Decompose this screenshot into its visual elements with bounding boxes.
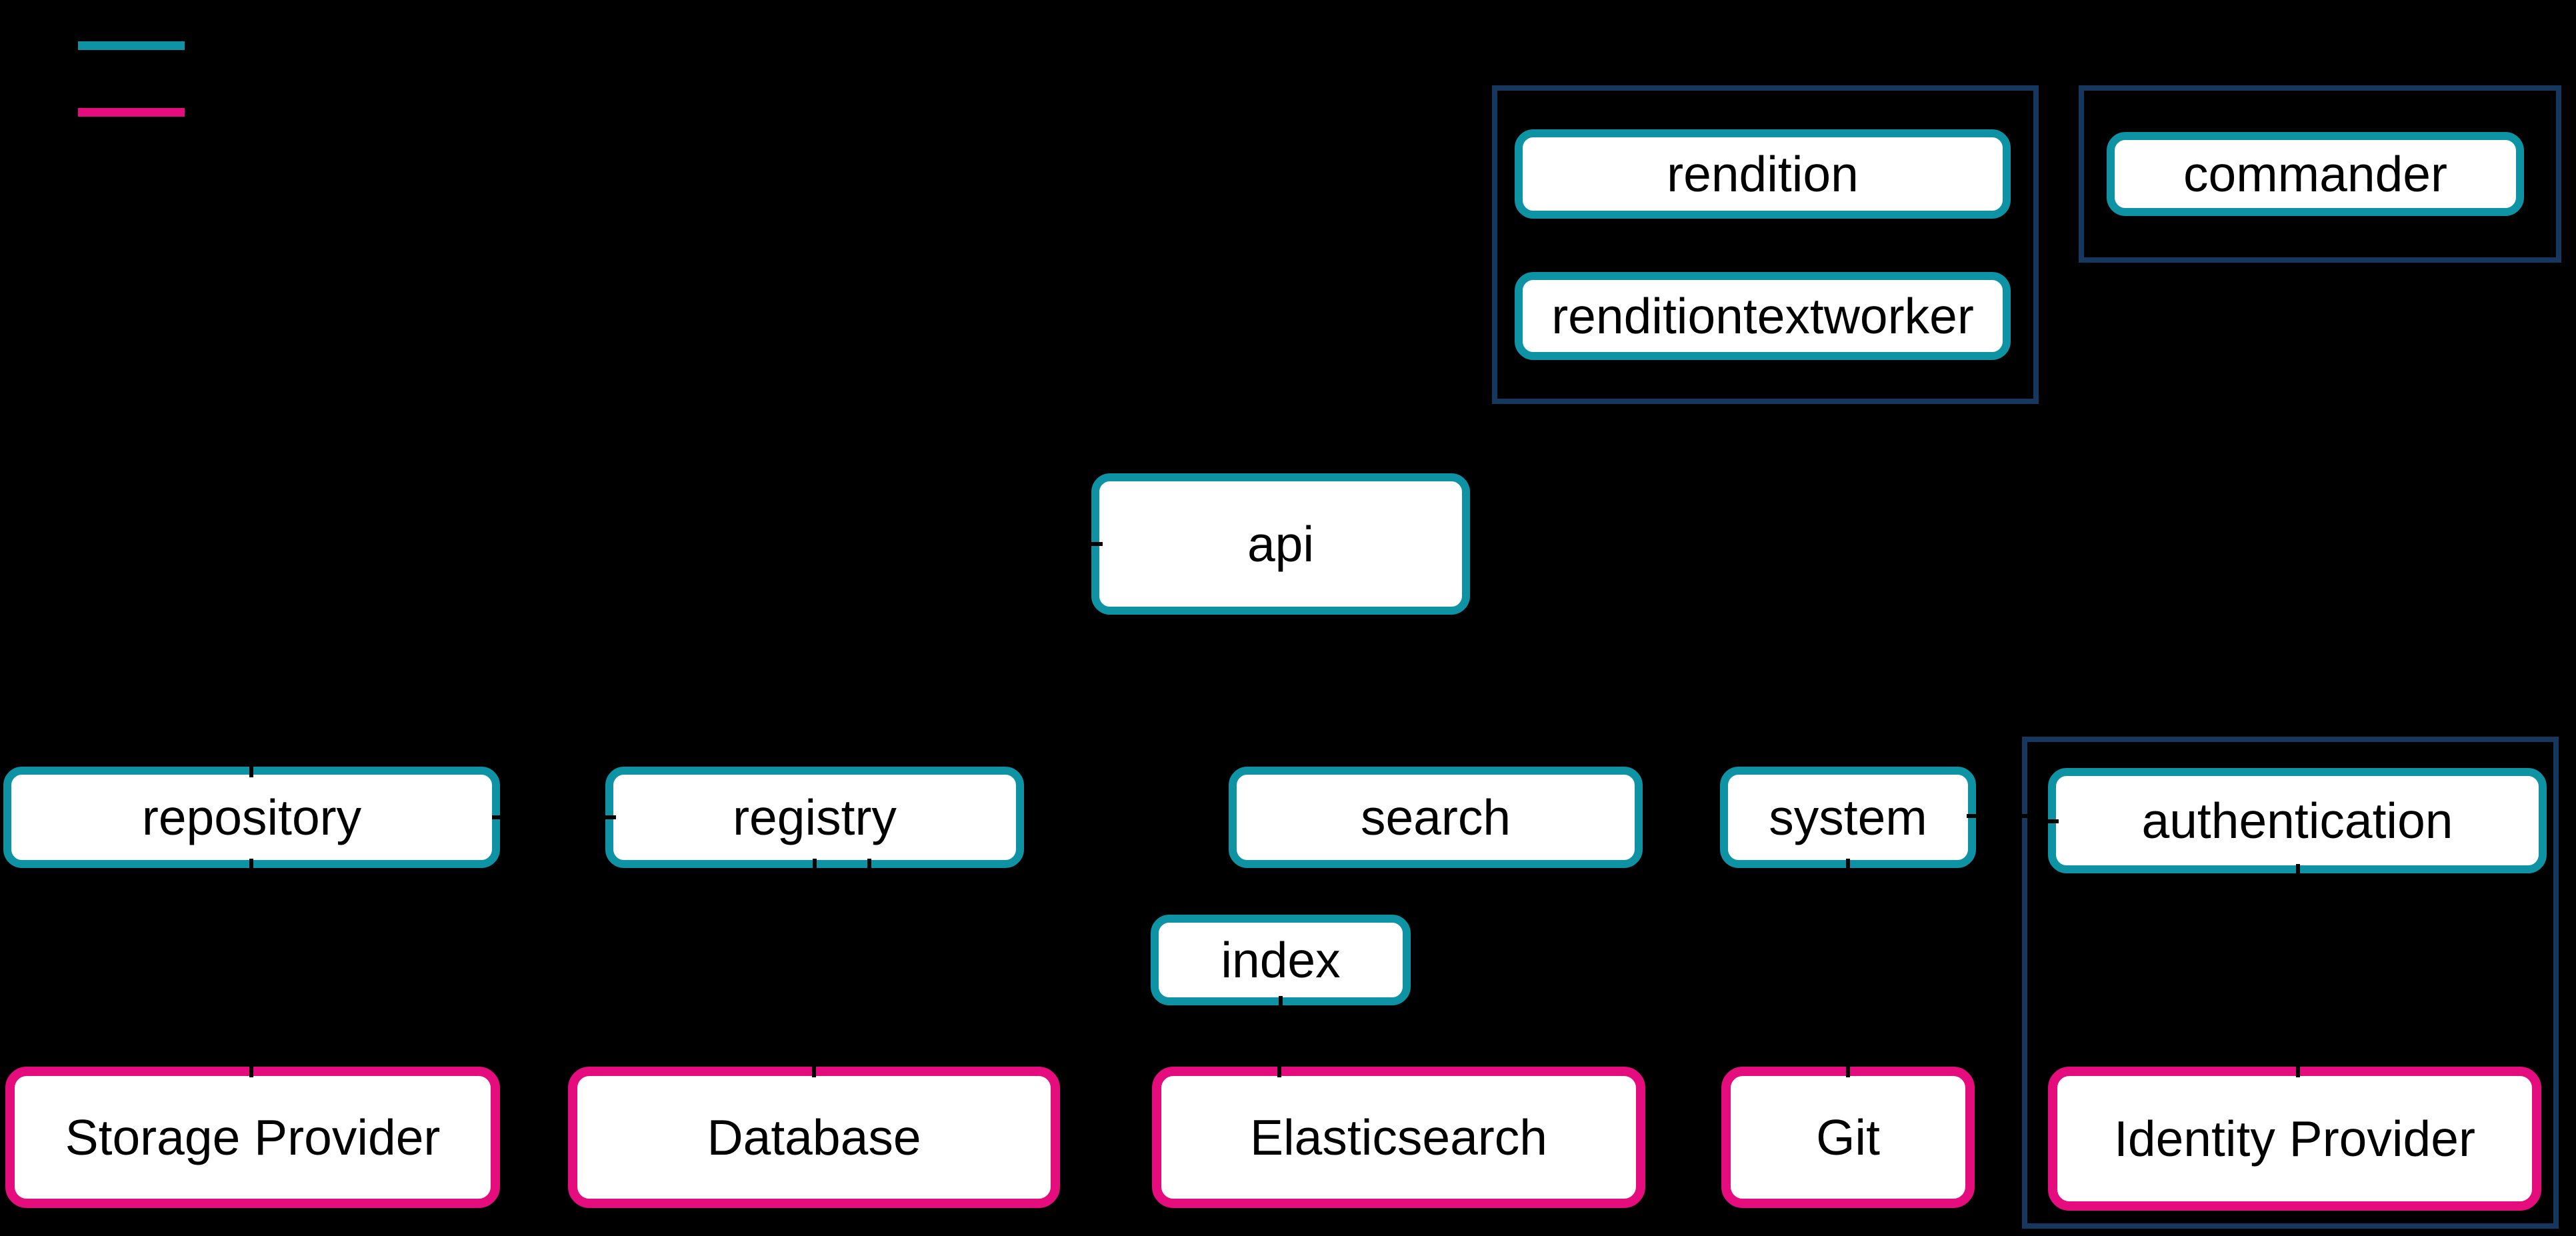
node-search: search xyxy=(1229,767,1643,868)
node-registry: registry xyxy=(605,767,1024,868)
teal-line xyxy=(78,41,185,50)
group-authentication-group xyxy=(2022,737,2559,1229)
node-rendition: rendition xyxy=(1515,129,2011,219)
node-label: authentication xyxy=(2141,792,2453,849)
node-git: Git xyxy=(1721,1067,1975,1208)
pink-line xyxy=(78,108,185,117)
connector-stub-repository-bottom xyxy=(249,859,253,879)
node-identity-provider: Identity Provider xyxy=(2048,1067,2541,1211)
node-storage-provider: Storage Provider xyxy=(5,1067,500,1208)
node-repository: repository xyxy=(3,767,500,868)
connector-stub-api-left xyxy=(1083,542,1103,546)
connector-stub-database-top xyxy=(812,1057,816,1077)
connector-stub-repository-right xyxy=(492,815,512,819)
node-label: Database xyxy=(707,1109,921,1165)
node-api: api xyxy=(1091,473,1470,615)
connector-stub-auth-group-left xyxy=(2013,814,2033,818)
node-index: index xyxy=(1151,915,1411,1005)
node-label: Identity Provider xyxy=(2114,1110,2475,1167)
node-label: index xyxy=(1221,931,1341,988)
node-renditiontextworker: renditiontextworker xyxy=(1515,272,2011,360)
node-label: Elasticsearch xyxy=(1249,1109,1547,1165)
node-label: renditiontextworker xyxy=(1551,287,1974,344)
node-authentication: authentication xyxy=(2048,768,2547,873)
connector-stub-registry-left xyxy=(596,815,616,819)
node-label: search xyxy=(1360,789,1511,845)
node-label: registry xyxy=(733,789,897,845)
connector-stub-registry-bottom-2 xyxy=(867,859,871,879)
group-commander-group xyxy=(2079,85,2561,263)
node-database: Database xyxy=(568,1067,1060,1208)
connector-stub-elasticsearch-top xyxy=(1277,1057,1281,1077)
node-label: Storage Provider xyxy=(65,1109,441,1165)
connector-stub-system-right xyxy=(1967,814,1987,818)
node-system: system xyxy=(1720,767,1976,868)
node-label: api xyxy=(1247,515,1315,572)
node-label: Git xyxy=(1816,1109,1880,1165)
connector-stub-registry-bottom-1 xyxy=(813,859,817,879)
node-label: system xyxy=(1769,789,1927,845)
connector-stub-system-bottom xyxy=(1846,859,1850,879)
connector-stub-identity-provider-top xyxy=(2296,1057,2300,1077)
node-commander: commander xyxy=(2107,132,2524,216)
connector-stub-git-top xyxy=(1846,1057,1850,1077)
group-rendition-group xyxy=(1492,85,2039,404)
connector-stub-authentication-bottom xyxy=(2296,864,2300,884)
connector-stub-index-bottom xyxy=(1279,996,1283,1016)
node-elasticsearch: Elasticsearch xyxy=(1152,1067,1645,1208)
connector-stub-repository-top xyxy=(249,757,253,777)
node-label: repository xyxy=(141,789,362,845)
node-label: rendition xyxy=(1667,145,1859,202)
node-label: commander xyxy=(2183,145,2447,202)
connector-stub-storage-provider-top xyxy=(249,1057,253,1077)
connector-stub-authentication-left xyxy=(2039,819,2059,823)
